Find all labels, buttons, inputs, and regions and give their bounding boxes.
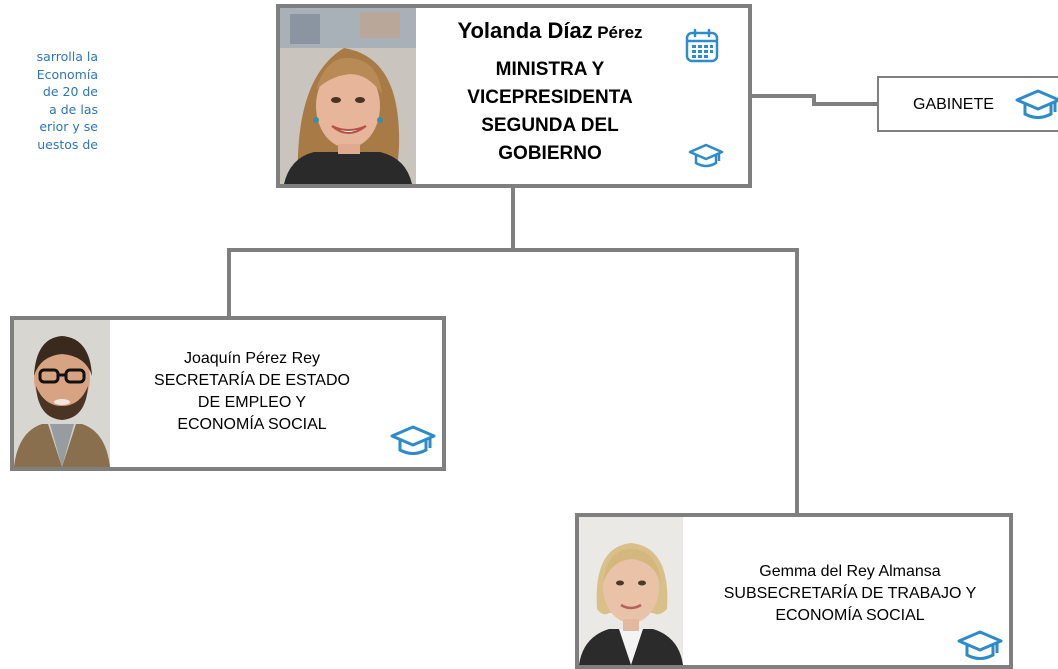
subsecretaria-text: Gemma del Rey Almansa SUBSECRETARÍA DE T… xyxy=(695,561,1005,627)
subsecretaria-photo xyxy=(579,517,683,665)
description-line: sarrolla la xyxy=(36,49,98,64)
description-line: erior y se xyxy=(39,119,98,135)
graduation-cap-icon[interactable] xyxy=(688,142,724,175)
subsecretaria-title-line: ECONOMÍA SOCIAL xyxy=(775,607,925,624)
calendar-icon[interactable] xyxy=(684,26,720,69)
minister-title-line: VICEPRESIDENTA xyxy=(467,87,633,108)
connector-minister-gabinete-c xyxy=(812,102,878,106)
secretaria-text: Joaquín Pérez Rey SECRETARÍA DE ESTADO D… xyxy=(132,348,372,436)
subsecretaria-box[interactable]: Gemma del Rey Almansa SUBSECRETARÍA DE T… xyxy=(575,513,1013,669)
description-line: Economía xyxy=(36,66,98,82)
minister-title-line: GOBIERNO xyxy=(498,143,602,164)
subsecretaria-title-line: SUBSECRETARÍA DE TRABAJO Y xyxy=(723,585,977,602)
minister-title-line: SEGUNDA DEL xyxy=(481,115,619,136)
description-line: de 20 de xyxy=(42,84,98,100)
secretaria-box[interactable]: Joaquín Pérez Rey SECRETARÍA DE ESTADO D… xyxy=(10,316,446,471)
gabinete-label: GABINETE xyxy=(913,96,994,113)
secretaria-title-line: SECRETARÍA DE ESTADO xyxy=(154,372,350,389)
secretaria-name: Joaquín Pérez Rey xyxy=(183,350,321,367)
connector-to-secretaria xyxy=(227,248,231,318)
connector-minister-gabinete-a xyxy=(752,94,816,98)
connector-horizontal xyxy=(227,248,799,252)
description-line: uestos de xyxy=(37,136,98,152)
gabinete-box[interactable]: GABINETE xyxy=(877,76,1058,132)
graduation-cap-icon[interactable] xyxy=(390,424,436,463)
secretaria-title-line: ECONOMÍA SOCIAL xyxy=(177,416,327,433)
minister-title: MINISTRA Y VICEPRESIDENTA SEGUNDA DEL GO… xyxy=(430,56,670,168)
minister-photo xyxy=(280,8,416,184)
graduation-cap-icon[interactable] xyxy=(1015,88,1058,127)
minister-box[interactable]: Yolanda Díaz Pérez MINISTRA Y VICEPRESID… xyxy=(276,4,752,188)
connector-to-subsecretaria xyxy=(795,248,799,515)
connector-minister-gabinete-b xyxy=(812,94,816,106)
graduation-cap-icon[interactable] xyxy=(957,629,1003,668)
description-line: a de las xyxy=(49,101,98,117)
subsecretaria-name: Gemma del Rey Almansa xyxy=(759,563,941,580)
description-text: sarrolla la Economía de 20 de a de las e… xyxy=(0,48,98,154)
minister-last-name: Pérez xyxy=(597,23,643,42)
minister-name: Yolanda Díaz Pérez xyxy=(430,18,670,44)
connector-minister-down xyxy=(511,188,515,250)
minister-title-line: MINISTRA Y xyxy=(495,59,605,80)
secretaria-photo xyxy=(14,320,110,467)
minister-first-name: Yolanda Díaz xyxy=(457,18,593,43)
secretaria-title-line: DE EMPLEO Y xyxy=(197,394,307,411)
